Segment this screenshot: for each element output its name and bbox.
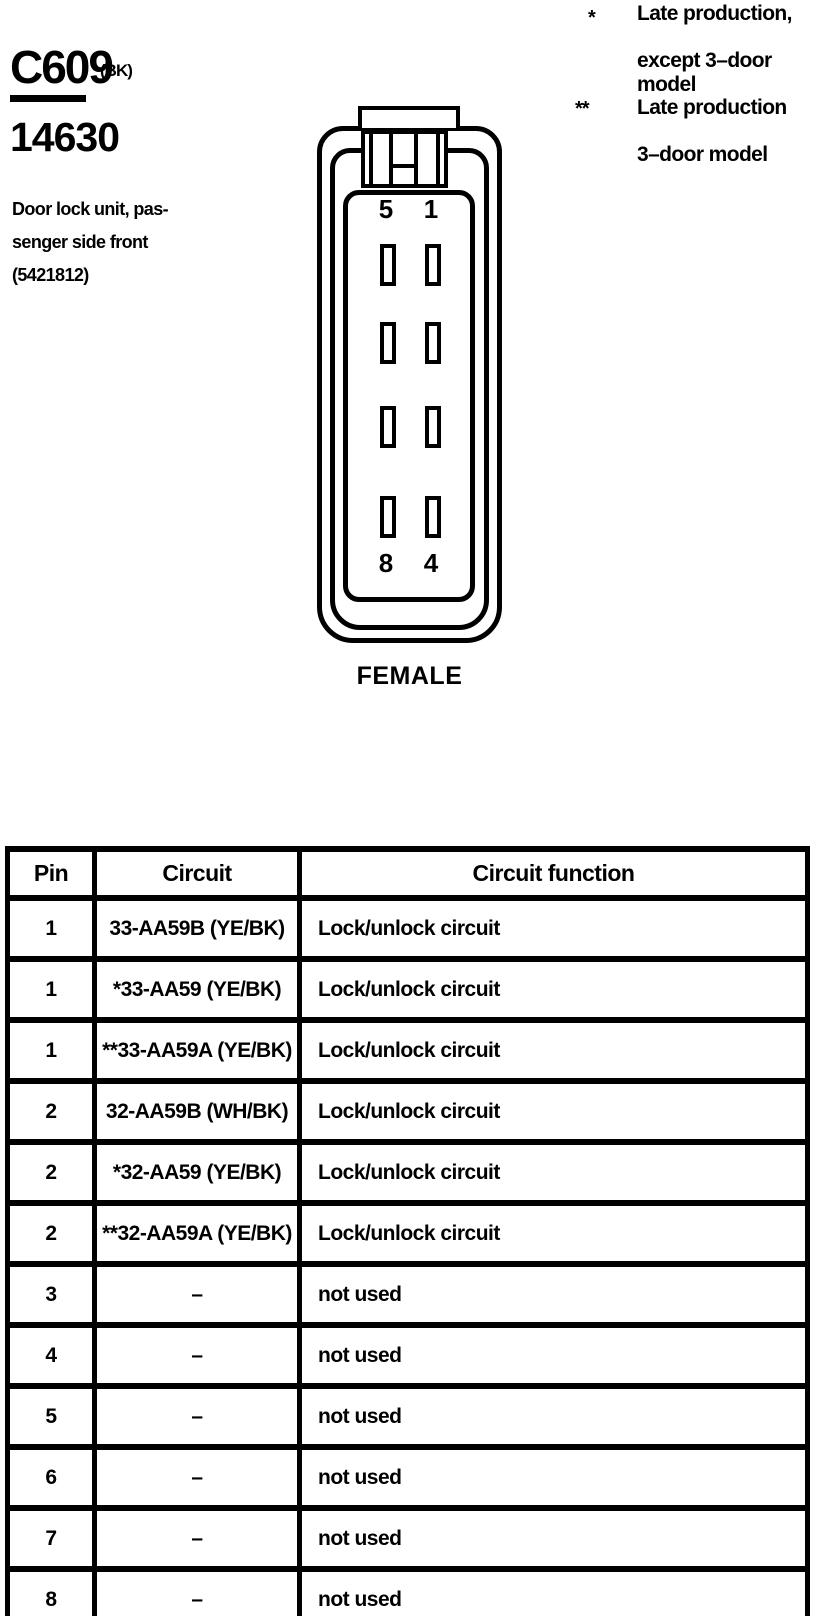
note-text: Late production, xyxy=(637,2,793,25)
connector-description-line: (5421812) xyxy=(12,265,89,285)
pin-slot xyxy=(380,322,396,364)
table-row: 2*32-AA59 (YE/BK)Lock/unlock circuit xyxy=(5,1139,810,1206)
pin-cell: 4 xyxy=(5,1322,97,1389)
connector-id-underline xyxy=(10,95,86,102)
pin-slot xyxy=(380,406,396,448)
circuit-cell: 33-AA59B (YE/BK) xyxy=(92,895,302,962)
pin-number-label: 5 xyxy=(378,194,394,224)
note-text: 3–door model xyxy=(637,143,768,166)
connector-latch xyxy=(361,130,448,188)
circuit-function-cell: not used xyxy=(297,1566,810,1616)
table-header-row: Pin Circuit Circuit function xyxy=(5,846,810,901)
pin-slot xyxy=(425,406,441,448)
pin-slot xyxy=(425,322,441,364)
latch-divider xyxy=(436,134,440,184)
pin-slot xyxy=(425,496,441,538)
circuit-function-cell: Lock/unlock circuit xyxy=(297,895,810,962)
circuit-cell: *33-AA59 (YE/BK) xyxy=(92,956,302,1023)
pin-slot xyxy=(425,244,441,286)
header-circuit: Circuit xyxy=(92,846,302,901)
circuit-cell: 32-AA59B (WH/BK) xyxy=(92,1078,302,1145)
connector-housing-color: (BK) xyxy=(100,61,133,80)
connector-id: C609 xyxy=(10,41,114,93)
note-text: except 3–door model xyxy=(637,49,772,96)
pin-cell: 1 xyxy=(5,895,97,962)
pin-cell: 7 xyxy=(5,1505,97,1572)
circuit-function-cell: not used xyxy=(297,1505,810,1572)
table-row: 1*33-AA59 (YE/BK)Lock/unlock circuit xyxy=(5,956,810,1023)
circuit-function-cell: Lock/unlock circuit xyxy=(297,1200,810,1267)
circuit-cell: – xyxy=(92,1566,302,1616)
connector-gender-label: FEMALE xyxy=(356,662,463,690)
circuit-function-cell: not used xyxy=(297,1322,810,1389)
pin-cell: 6 xyxy=(5,1444,97,1511)
circuit-cell: **32-AA59A (YE/BK) xyxy=(92,1200,302,1267)
note-symbol-double-asterisk: ** xyxy=(575,98,590,120)
pin-cell: 1 xyxy=(5,1017,97,1084)
latch-divider xyxy=(414,134,418,184)
circuit-cell: – xyxy=(92,1322,302,1389)
pin-cell: 1 xyxy=(5,956,97,1023)
circuit-function-cell: not used xyxy=(297,1444,810,1511)
table-row: 1**33-AA59A (YE/BK)Lock/unlock circuit xyxy=(5,1017,810,1084)
latch-crossbar xyxy=(393,164,414,168)
circuit-cell: – xyxy=(92,1261,302,1328)
note-symbol-single-asterisk: * xyxy=(588,7,596,29)
pin-number-label: 1 xyxy=(423,194,439,224)
pin-number-label: 8 xyxy=(378,548,394,578)
circuit-cell: – xyxy=(92,1383,302,1450)
pin-number-label: 4 xyxy=(423,548,439,578)
circuit-function-cell: not used xyxy=(297,1383,810,1450)
circuit-cell: – xyxy=(92,1444,302,1511)
table-row: 4–not used xyxy=(5,1322,810,1389)
connector-pin-cavity xyxy=(343,190,475,602)
pin-cell: 8 xyxy=(5,1566,97,1616)
circuit-function-cell: Lock/unlock circuit xyxy=(297,1017,810,1084)
pin-cell: 2 xyxy=(5,1078,97,1145)
pin-cell: 5 xyxy=(5,1383,97,1450)
table-row: 8–not used xyxy=(5,1566,810,1616)
circuit-function-cell: not used xyxy=(297,1261,810,1328)
connector-face-diagram: 5 1 8 4 FEMALE xyxy=(317,106,502,716)
table-row: 6–not used xyxy=(5,1444,810,1511)
connector-part-number: 14630 xyxy=(10,114,120,160)
table-row: 2**32-AA59A (YE/BK)Lock/unlock circuit xyxy=(5,1200,810,1267)
connector-description-line: Door lock unit, pas- xyxy=(12,199,169,219)
pin-cell: 2 xyxy=(5,1139,97,1206)
circuit-function-cell: Lock/unlock circuit xyxy=(297,1078,810,1145)
circuit-function-cell: Lock/unlock circuit xyxy=(297,956,810,1023)
circuit-cell: *32-AA59 (YE/BK) xyxy=(92,1139,302,1206)
table-row: 7–not used xyxy=(5,1505,810,1572)
pin-slot xyxy=(380,496,396,538)
note-text: Late production xyxy=(637,96,787,119)
connector-top-tab xyxy=(358,106,460,128)
connector-description-line: senger side front xyxy=(12,232,148,252)
circuit-cell: **33-AA59A (YE/BK) xyxy=(92,1017,302,1084)
circuit-cell: – xyxy=(92,1505,302,1572)
latch-divider xyxy=(369,134,373,184)
table-row: 3–not used xyxy=(5,1261,810,1328)
header-pin: Pin xyxy=(5,846,97,901)
pin-cell: 3 xyxy=(5,1261,97,1328)
pin-slot xyxy=(380,244,396,286)
circuit-function-cell: Lock/unlock circuit xyxy=(297,1139,810,1206)
latch-divider xyxy=(389,134,393,184)
header-circuit-function: Circuit function xyxy=(297,846,810,901)
pin-cell: 2 xyxy=(5,1200,97,1267)
table-row: 5–not used xyxy=(5,1383,810,1450)
connector-description: Door lock unit, pas- senger side front (… xyxy=(12,193,169,292)
